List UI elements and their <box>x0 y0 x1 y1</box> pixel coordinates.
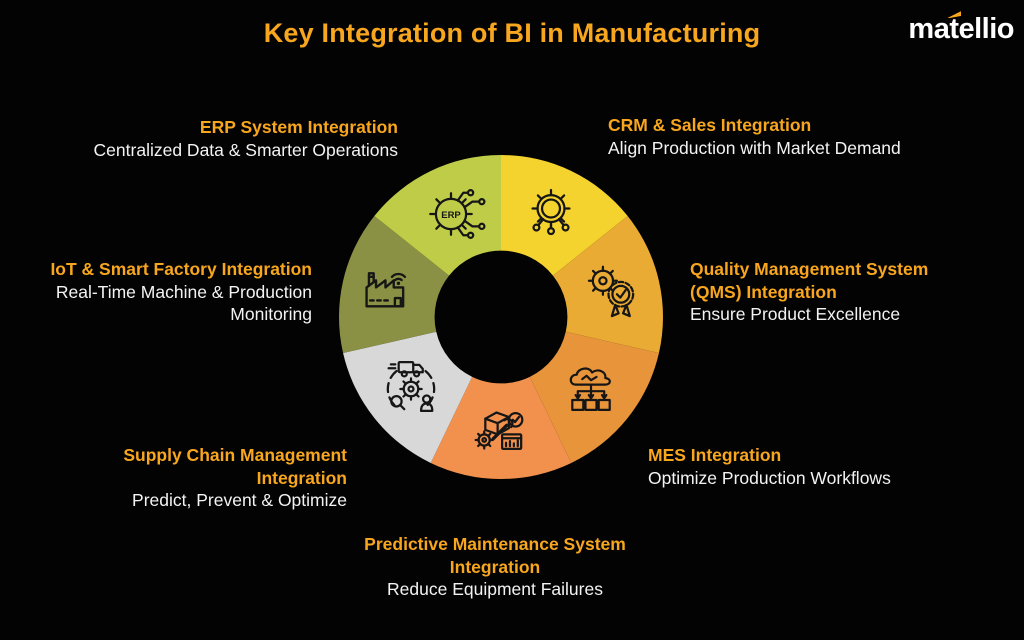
callout-supply-chain: Supply Chain Management Integration Pred… <box>17 444 347 512</box>
callout-predictive-heading-line2: Integration <box>449 556 541 577</box>
donut-segment-erp <box>374 155 501 276</box>
callout-qms: Quality Management System (QMS) Integrat… <box>690 258 1020 326</box>
donut-segment-mes <box>529 331 659 463</box>
callout-crm-heading: CRM & Sales Integration <box>608 115 812 135</box>
callout-supply-heading-line2: Integration <box>256 467 347 488</box>
callout-supply-sub: Predict, Prevent & Optimize <box>132 490 347 510</box>
callout-supply-heading-line1: Supply Chain Management <box>123 445 347 465</box>
erp-gear-circuit-icon: ERP <box>429 189 486 239</box>
award-gear-icon <box>587 265 635 318</box>
callout-erp-heading: ERP System Integration <box>199 117 398 137</box>
callout-mes-heading: MES Integration <box>648 445 782 465</box>
callout-iot: IoT & Smart Factory Integration Real-Tim… <box>0 258 312 326</box>
donut-segment-predictive <box>430 376 572 479</box>
callout-predictive-heading-line1: Predictive Maintenance System <box>364 534 626 554</box>
callout-predictive-sub: Reduce Equipment Failures <box>387 579 603 599</box>
cloud-distribution-icon <box>569 367 611 412</box>
callout-iot-sub-line1: Real-Time Machine & Production <box>55 281 312 302</box>
callout-qms-sub: Ensure Product Excellence <box>690 304 901 324</box>
logo-accent-mark <box>947 11 962 18</box>
callout-iot-sub-line2: Monitoring <box>230 304 312 324</box>
callout-qms-heading-line2: (QMS) Integration <box>690 281 837 302</box>
donut-segment-supply <box>343 331 473 463</box>
callout-erp: ERP System Integration Centralized Data … <box>38 116 398 161</box>
callout-crm-sub: Align Production with Market Demand <box>608 137 901 158</box>
donut-segment-crm <box>501 155 628 276</box>
gear-network-icon <box>531 188 571 236</box>
callout-mes: MES Integration Optimize Production Work… <box>648 444 988 489</box>
logo-text: matellio <box>908 13 1014 45</box>
callout-qms-heading-line1: Quality Management System <box>690 259 929 279</box>
callout-predictive: Predictive Maintenance System Integratio… <box>315 533 675 601</box>
page-title: Key Integration of BI in Manufacturing <box>263 18 761 48</box>
logistics-cycle-icon <box>386 360 436 412</box>
callout-iot-heading: IoT & Smart Factory Integration <box>50 259 312 279</box>
bi-integration-donut-chart: ERP <box>339 155 663 479</box>
matellio-logo: matellio <box>908 11 1014 45</box>
callout-mes-sub: Optimize Production Workflows <box>648 467 891 488</box>
maintenance-analytics-icon <box>474 411 524 451</box>
callout-crm: CRM & Sales Integration Align Production… <box>608 114 978 159</box>
donut-segment-qms <box>552 215 663 354</box>
smart-factory-wifi-icon <box>365 272 407 308</box>
callout-erp-sub: Centralized Data & Smarter Operations <box>93 139 398 160</box>
erp-icon-text: ERP <box>441 210 461 221</box>
